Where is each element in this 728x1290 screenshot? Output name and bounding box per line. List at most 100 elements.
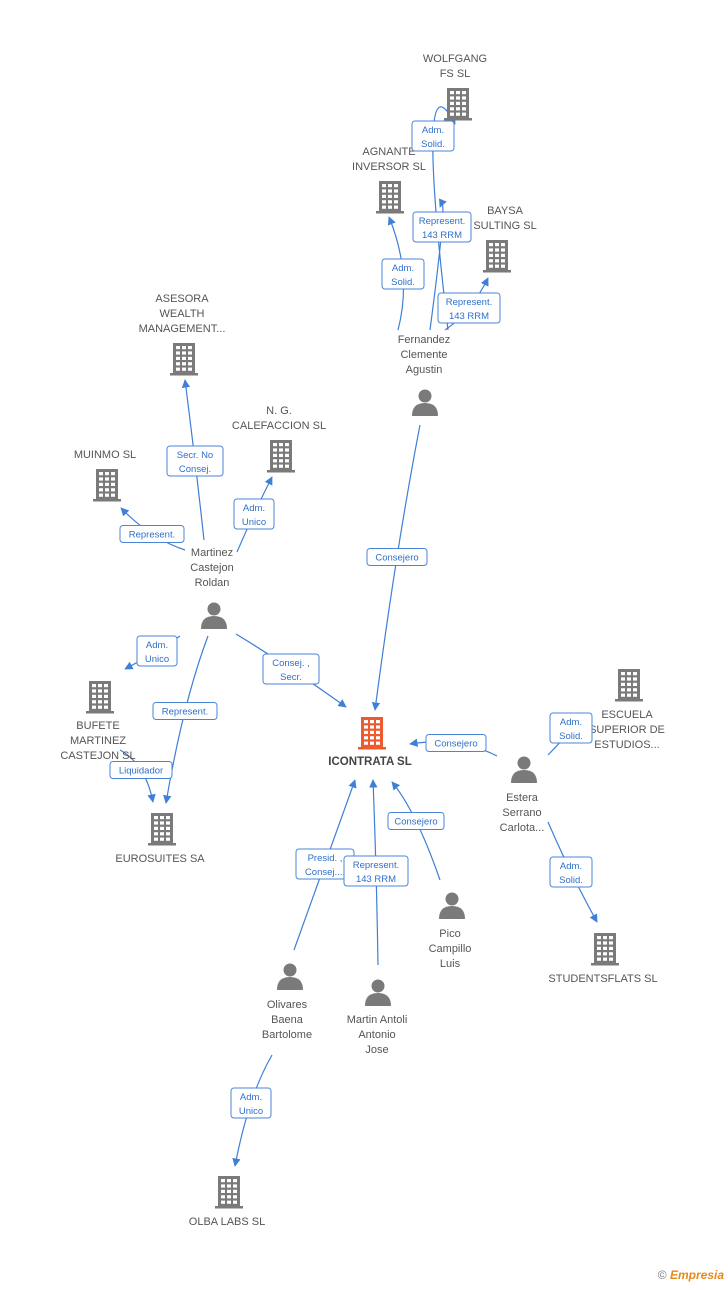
edge-label-text: Solid.: [559, 875, 583, 886]
edge-label-text: Consejero: [434, 739, 477, 750]
node-label: WEALTH: [159, 308, 204, 320]
edge-label-text: Represent.: [446, 297, 492, 308]
copyright-symbol: ©: [657, 1268, 667, 1282]
edge-label-text: Consej.: [179, 464, 211, 475]
node-label: AGNANTE: [362, 146, 415, 158]
edge-label-pico-icontrata[interactable]: Consejero: [387, 812, 445, 830]
node-label: MARTINEZ: [70, 735, 126, 747]
edge-label-martinantoli-icontrata[interactable]: Represent.143 RRM: [343, 855, 409, 887]
edge-label-text: Adm.: [240, 1092, 262, 1103]
edge-label-box: [152, 702, 218, 720]
node-estera[interactable]: EsteraSerranoCarlota...: [500, 756, 545, 835]
node-label: BUFETE: [76, 720, 119, 732]
node-ng[interactable]: N. G. CALEFACCION SL: [232, 405, 326, 473]
edge-label-text: Consejero: [394, 817, 437, 828]
edge-label-text: Solid.: [391, 277, 415, 288]
edge-label-fernandez-agnante[interactable]: Adm.Solid.: [381, 258, 425, 290]
node-label: INVERSOR SL: [352, 161, 426, 173]
node-label: STUDENTSFLATS SL: [548, 973, 657, 985]
node-muinmo[interactable]: MUINMO SL: [74, 449, 136, 502]
edge-label-text: 143 RRM: [422, 230, 462, 241]
node-label: Serrano: [502, 807, 541, 819]
building-icon: [148, 813, 176, 846]
node-label: Luis: [440, 958, 461, 970]
building-icon: [86, 681, 114, 714]
edge-label-olivares-olba[interactable]: Adm. Unico: [230, 1087, 272, 1119]
node-icontrata[interactable]: ICONTRATA SL: [328, 717, 412, 768]
edge-label-box: [387, 812, 445, 830]
edge-label-martinez-icontrata[interactable]: Consej. ,Secr.: [262, 653, 320, 685]
edge-label-text: Solid.: [559, 731, 583, 742]
building-icon: [215, 1176, 243, 1209]
node-label: SULTING SL: [473, 220, 536, 232]
building-icon: [483, 240, 511, 273]
node-label: ASESORA: [155, 293, 209, 305]
edge-label-martinez-muinmo[interactable]: Represent.: [119, 525, 185, 543]
edge-label-text: Adm.: [560, 861, 582, 872]
edge-label-text: Unico: [242, 517, 266, 528]
node-label: ESCUELA: [601, 709, 653, 721]
brand-logo[interactable]: Empresia: [669, 1268, 724, 1282]
edge-label-text: Solid.: [421, 139, 445, 150]
node-label: Antonio: [358, 1029, 395, 1041]
edge-label-box: [366, 548, 428, 566]
node-agnante[interactable]: AGNANTE INVERSOR SL: [352, 146, 426, 214]
edge-label-box: [119, 525, 185, 543]
edge-label-martinez-eurosuites[interactable]: Represent.: [152, 702, 218, 720]
edge-label-box: [411, 120, 455, 152]
edge-label-estera-studentsflats[interactable]: Adm. Solid.: [549, 856, 593, 888]
node-studentsflats[interactable]: STUDENTSFLATS SL: [548, 933, 658, 985]
node-label: Fernandez: [398, 334, 451, 346]
node-olba[interactable]: OLBA LABS SL: [189, 1176, 265, 1228]
edge-label-text: 143 RRM: [449, 311, 489, 322]
edge-label-martinez-ng[interactable]: Adm.Unico: [233, 498, 275, 530]
node-label: Agustin: [406, 364, 443, 376]
edge-label-box: [425, 734, 487, 752]
edge-label-text: Adm.: [422, 125, 444, 136]
edge-fernandez-to-icontrata[interactable]: [371, 424, 421, 711]
node-label: Pico: [439, 928, 460, 940]
edge-label-fernandez-icontrata[interactable]: Consejero: [366, 548, 428, 566]
node-label: N. G.: [266, 405, 292, 417]
edge-label-text: Consej....: [305, 867, 345, 878]
node-label: Roldan: [195, 577, 230, 589]
edge-label-text: Unico: [145, 654, 169, 665]
node-label: Martin Antoli: [347, 1014, 408, 1026]
node-label: CASTEJON SL: [60, 750, 135, 762]
building-icon: [591, 933, 619, 966]
edge-label-box: [549, 856, 593, 888]
node-label: CALEFACCION SL: [232, 420, 326, 432]
edge-label-estera-icontrata[interactable]: Consejero: [425, 734, 487, 752]
person-icon: [201, 602, 227, 629]
edge-label-text: Unico: [239, 1106, 263, 1117]
edge-label-fernandez-baysa[interactable]: Represent. 143 RRM: [437, 292, 501, 324]
edge-label-text: Represent.: [129, 530, 175, 541]
node-eurosuites[interactable]: EUROSUITES SA: [115, 813, 205, 865]
node-label: Campillo: [429, 943, 472, 955]
edge-label-estera-escuela[interactable]: Adm.Solid.: [549, 712, 593, 744]
edge-label-bufete-eurosuites[interactable]: Liquidador: [109, 761, 173, 779]
node-asesora[interactable]: ASESORAWEALTHMANAGEMENT...: [139, 293, 226, 376]
node-label: OLBA LABS SL: [189, 1216, 265, 1228]
edge-label-text: Presid. ,: [308, 853, 343, 864]
edge-label-box: [437, 292, 501, 324]
edge-label-fernandez-wolfgang[interactable]: Adm. Solid.: [411, 120, 455, 152]
edge-label-box: [549, 712, 593, 744]
edge-label-martinez-bufete[interactable]: Adm.Unico: [136, 635, 178, 667]
edge-label-fernandez-agnante[interactable]: Represent.143 RRM: [412, 211, 472, 243]
edge-label-box: [412, 211, 472, 243]
building-icon: [170, 343, 198, 376]
node-bufete[interactable]: BUFETE MARTINEZ CASTEJON SL: [60, 681, 136, 762]
edge-label-box: [343, 855, 409, 887]
edge-label-text: Represent.: [162, 707, 208, 718]
